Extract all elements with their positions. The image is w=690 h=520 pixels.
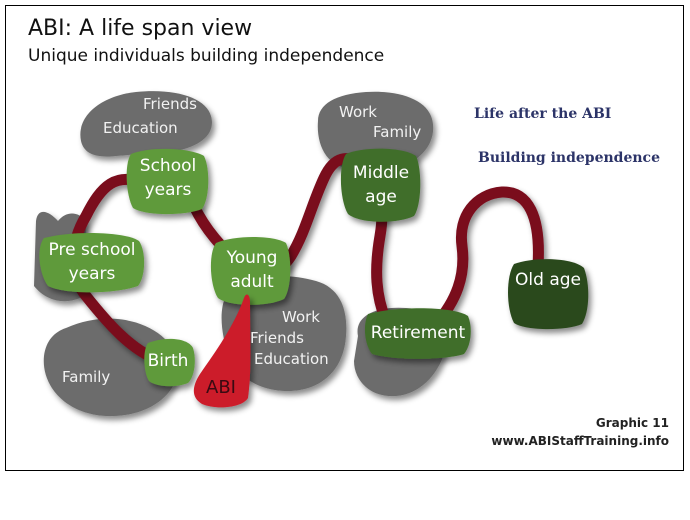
page-title: ABI: A life span view	[28, 16, 253, 41]
old-age-node	[508, 259, 589, 330]
retirement-node	[364, 308, 471, 359]
label-education-mid: Education	[254, 350, 329, 368]
label-work-mid: Work	[282, 308, 320, 326]
footer-website: www.ABIStaffTraining.info	[491, 434, 669, 448]
label-family-top: Family	[373, 123, 422, 141]
label-family-bottom: Family	[62, 368, 111, 386]
footer-graphic-number: Graphic 11	[595, 416, 669, 430]
stage-pre-school: Pre school years	[48, 240, 136, 284]
stage-school: School years	[139, 156, 197, 200]
diagram-frame: ABI: A life span view Unique individuals…	[5, 5, 684, 471]
young-adult-node	[210, 237, 291, 305]
stage-birth: Birth	[147, 351, 189, 371]
work-family-blob	[317, 91, 434, 168]
birth-node	[144, 338, 195, 387]
label-friends-mid: Friends	[250, 329, 304, 347]
page-subtitle: Unique individuals building independence	[28, 46, 385, 66]
life-path	[68, 153, 547, 367]
label-work-top: Work	[339, 103, 377, 121]
label-education-top: Education	[103, 119, 178, 137]
stage-young-adult: Young adult	[226, 248, 278, 292]
note-life-after-abi: Life after the ABI	[474, 106, 612, 122]
middle-age-node	[340, 148, 421, 222]
pre-school-node	[39, 232, 145, 293]
stage-middle-age: Middle age	[352, 163, 410, 207]
school-node	[126, 148, 209, 215]
stage-old-age: Old age	[515, 270, 581, 290]
stage-abi: ABI	[206, 377, 236, 398]
stage-retirement: Retirement	[370, 323, 466, 343]
note-building-independence: Building independence	[478, 150, 660, 166]
family-blob-bottom	[43, 318, 178, 417]
life-span-diagram	[34, 91, 589, 417]
abi-marker	[193, 294, 251, 408]
friends-education-blob	[80, 91, 212, 157]
label-friends-top: Friends	[143, 95, 197, 113]
